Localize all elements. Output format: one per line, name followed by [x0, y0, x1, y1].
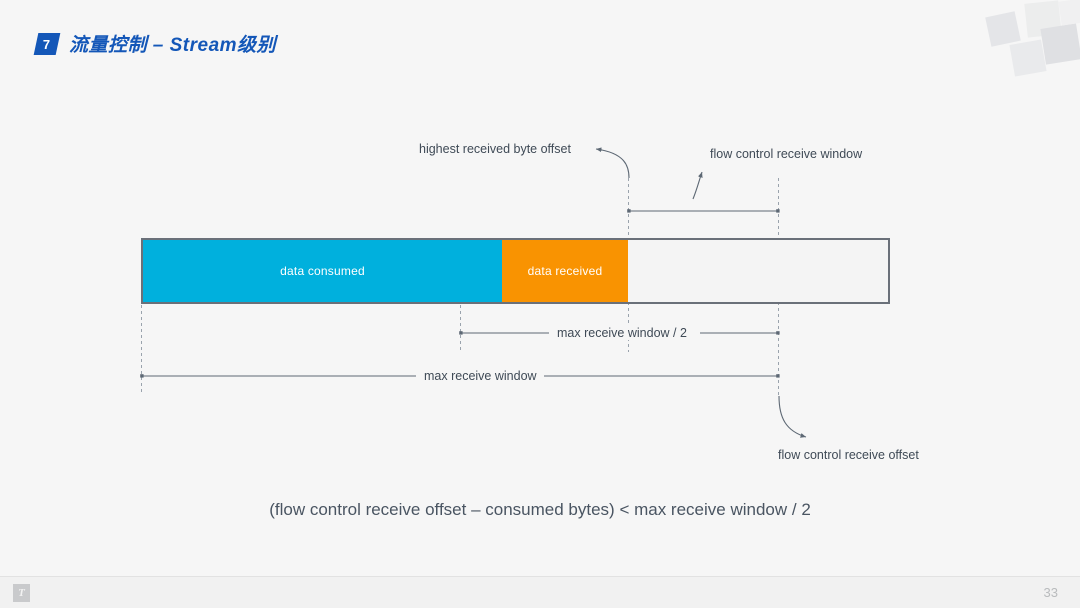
label-max-receive-window: max receive window [417, 369, 544, 383]
page-title: 流量控制 – Stream级别 [69, 35, 277, 56]
label-flow-control-receive-offset: flow control receive offset [778, 448, 919, 462]
bar-segment-label: data consumed [280, 264, 365, 278]
bar-segment-label: data received [527, 264, 603, 278]
page-number: 33 [1043, 585, 1058, 600]
fc-window-arrow [692, 171, 703, 200]
bar-segment-data-received: data received [502, 240, 628, 302]
slide-header: 7 流量控制 – Stream级别 [33, 30, 277, 57]
bar-segment-data-consumed: data consumed [143, 240, 502, 302]
fc-offset-arrow [778, 395, 807, 438]
label-highest-received-byte-offset: highest received byte offset [419, 142, 571, 156]
label-flow-control-receive-window: flow control receive window [710, 147, 863, 161]
logo-icon: T [13, 584, 30, 602]
formula-text: (flow control receive offset – consumed … [269, 500, 811, 519]
highest-offset-arrow [595, 147, 630, 179]
slide-footer: T 33 [0, 576, 1080, 608]
label-max-receive-window-half: max receive window / 2 [550, 326, 694, 340]
